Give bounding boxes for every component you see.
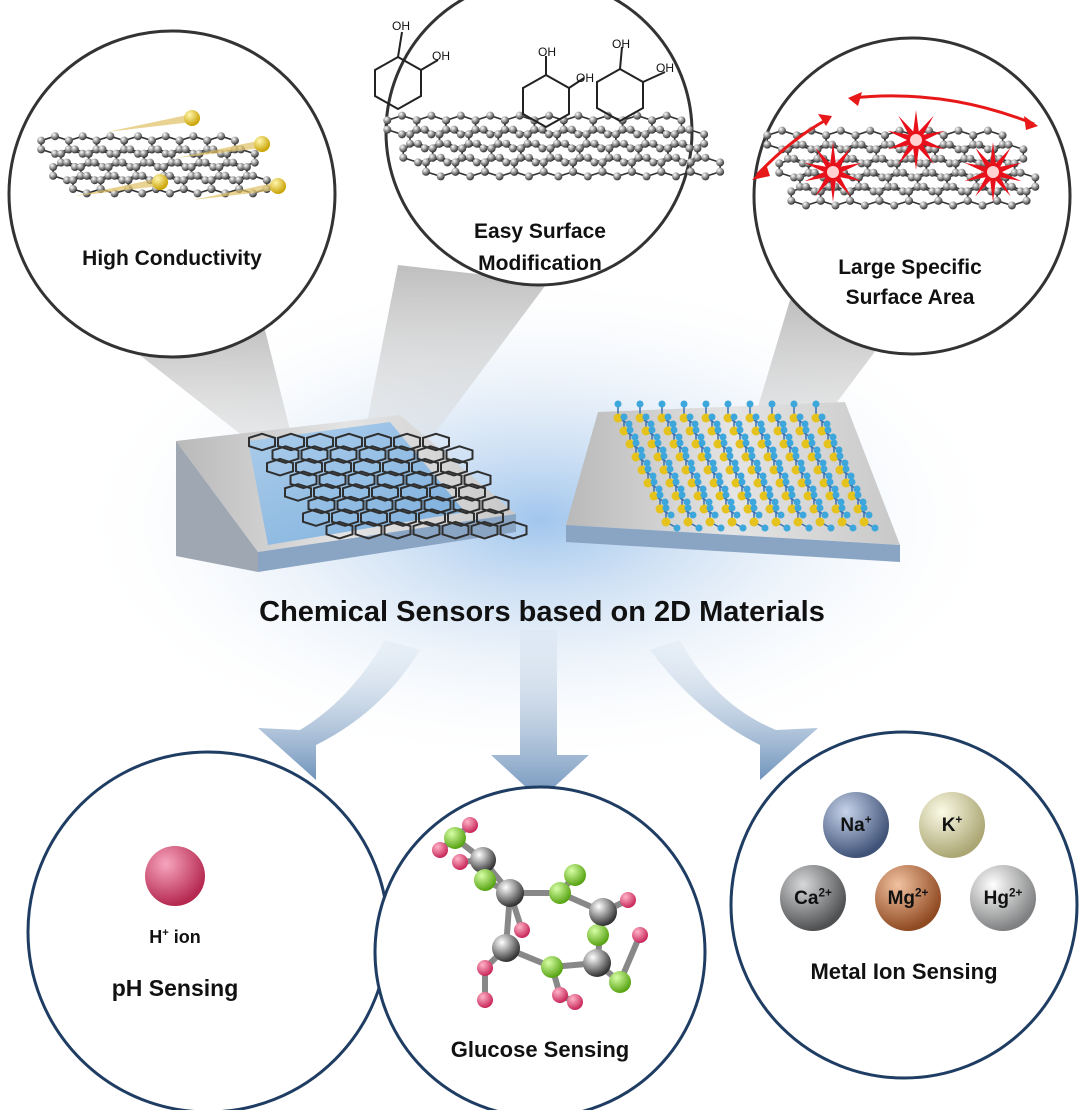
oh-label: OH	[432, 49, 450, 63]
electron-trail	[107, 114, 192, 132]
glucose-atom	[549, 882, 571, 904]
glucose-atom	[541, 956, 563, 978]
electron-trail	[75, 178, 160, 196]
substrate-mos2	[566, 400, 900, 562]
arrow-to-metal	[650, 640, 818, 780]
glucose-atom	[496, 879, 524, 907]
property-label-modification-1: Easy Surface	[474, 220, 606, 243]
arrowhead	[752, 164, 770, 180]
oh-label: OH	[612, 37, 630, 51]
ion-label-na: Na+	[840, 813, 872, 836]
electron-trail	[193, 182, 278, 200]
oh-label: OH	[392, 19, 410, 33]
catechol-groups	[374, 31, 666, 129]
property-label-area-1: Large Specific	[838, 256, 982, 279]
graphene-patch	[383, 111, 725, 181]
glucose-atom	[589, 898, 617, 926]
mg-ion-sphere	[875, 865, 941, 931]
main-title: Chemical Sensors based on 2D Materials	[259, 596, 825, 628]
glucose-atom	[492, 934, 520, 962]
property-circle-surface-area	[752, 36, 1072, 356]
arrowhead	[1024, 116, 1038, 130]
na-ion-sphere	[823, 792, 889, 858]
arrowhead	[848, 92, 862, 106]
property-label-conductivity: High Conductivity	[82, 247, 262, 270]
substrate-graphene	[176, 415, 528, 572]
glucose-atom	[583, 949, 611, 977]
ion-label-ca: Ca2+	[794, 886, 832, 909]
gold-atom	[254, 136, 270, 152]
arrow-to-glucose	[491, 630, 589, 800]
oh-label: OH	[576, 71, 594, 85]
hg-ion-sphere	[970, 865, 1036, 931]
arrowhead	[818, 114, 832, 126]
gold-atom	[270, 178, 286, 194]
arrow-to-ph	[258, 640, 420, 780]
gold-atom	[152, 174, 168, 190]
oh-label: OH	[656, 61, 674, 75]
metal-sensing-label: Metal Ion Sensing	[810, 959, 998, 984]
gold-atom	[184, 110, 200, 126]
h-ion-label: H+ ion	[149, 927, 201, 947]
beam-left	[95, 320, 300, 470]
electron-trail	[177, 140, 262, 158]
property-label-modification-2: Modification	[478, 252, 602, 275]
property-label-area-2: Surface Area	[845, 286, 975, 309]
glucose-sensing-label: Glucose Sensing	[450, 1037, 630, 1062]
k-ion-sphere	[919, 792, 985, 858]
ph-sensing-label: pH Sensing	[111, 975, 239, 1001]
ion-label-mg: Mg2+	[887, 886, 929, 909]
beam-middle	[365, 265, 548, 440]
h-ion-sphere	[145, 846, 205, 906]
ion-label-hg: Hg2+	[983, 886, 1023, 909]
oh-label: OH	[538, 45, 556, 59]
ion-label-k: K+	[941, 813, 963, 836]
ca-ion-sphere	[780, 865, 846, 931]
